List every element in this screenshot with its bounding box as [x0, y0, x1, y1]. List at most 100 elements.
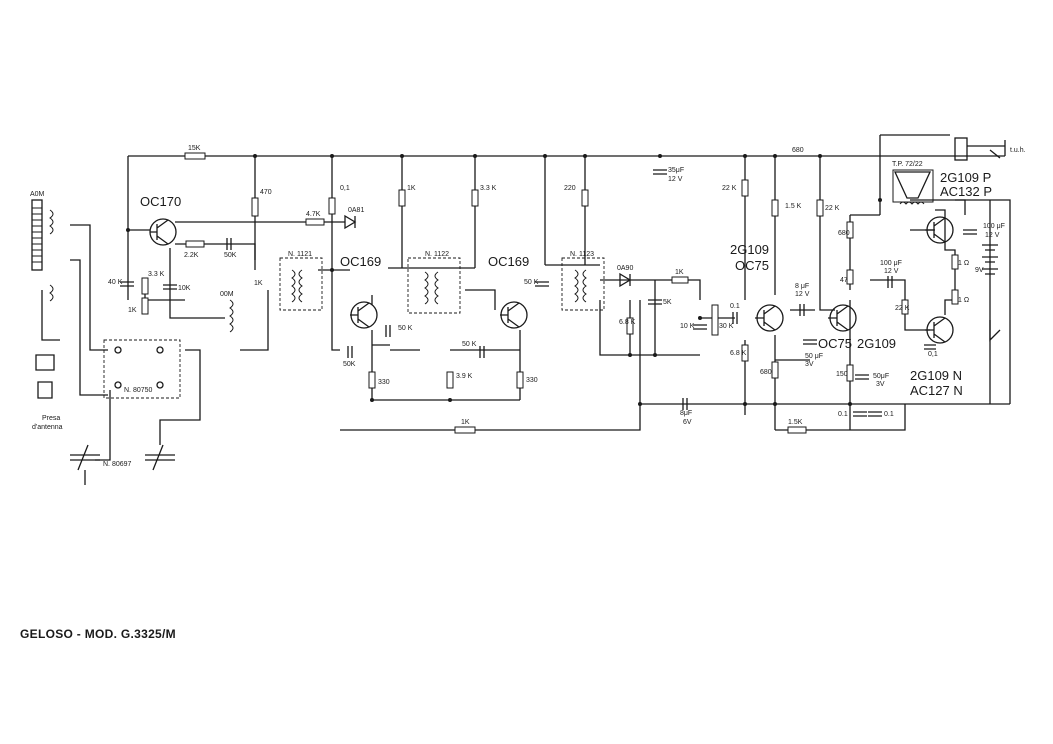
schematic-caption: GELOSO - MOD. G.3325/M — [20, 627, 176, 641]
value-c-10k-b: 10 K — [680, 323, 695, 330]
label-if-t1: N. 1121 — [288, 251, 312, 258]
battery — [982, 244, 1001, 342]
value-r-1k-b: 1K — [407, 185, 416, 192]
value-r-150: 150 — [836, 371, 848, 378]
label-if-t3: N. 1123 — [570, 251, 594, 258]
value-c-8uf-a-v: 6V — [683, 419, 692, 426]
label-2g109-pre: 2G109 — [857, 336, 896, 351]
output-transformer — [892, 169, 934, 205]
value-c-40k: 40 K — [108, 279, 123, 286]
value-c-01-d: 0.1 — [884, 411, 894, 418]
label-oc170: OC170 — [140, 194, 181, 209]
label-2g109n: 2G109 N — [910, 368, 962, 383]
value-r-4k7: 4.7K — [306, 211, 321, 218]
junctions — [126, 154, 882, 406]
diode-symbols — [344, 214, 632, 288]
value-c-01-c: 0.1 — [838, 411, 848, 418]
value-c-35uf-v: 12 V — [668, 176, 683, 183]
label-jack: t.u.h. — [1010, 147, 1026, 154]
value-c-01-e: 0,1 — [928, 351, 938, 358]
value-r-470: 470 — [260, 189, 272, 196]
if-transformers — [229, 257, 605, 333]
value-c-10k-a: 10K — [178, 285, 191, 292]
label-osc-coil: 00M — [220, 291, 234, 298]
label-antenna-socket-b: d'antenna — [32, 424, 63, 431]
value-r-2k2: 2.2K — [184, 252, 199, 259]
value-c-50uf-b-v: 3V — [876, 381, 885, 388]
value-c-50uf-a-v: 3V — [805, 361, 814, 368]
value-r-1ohm-a: 1 Ω — [958, 260, 969, 267]
ferrite-antenna — [31, 199, 55, 399]
value-r-1k5: 1.5 K — [785, 203, 802, 210]
value-c-100uf-b-v: 12 V — [884, 268, 899, 275]
label-antenna-socket-a: Presa — [42, 415, 60, 422]
value-r-3k9: 3.9 K — [456, 373, 473, 380]
transistor-symbols — [149, 216, 954, 344]
value-c-50k-b: 50 K — [398, 325, 413, 332]
value-c-100uf-a: 100 μF — [983, 223, 1005, 230]
transistor-output-p — [925, 216, 954, 244]
value-c-680: 680 — [792, 147, 804, 154]
tuning-capacitor — [70, 444, 175, 471]
label-oc169-1: OC169 — [340, 254, 381, 269]
headphone-jack — [954, 137, 1005, 161]
label-oc169-2: OC169 — [488, 254, 529, 269]
value-r-1k-a: 1K — [128, 307, 137, 314]
value-r-6k8-b: 6.8 K — [730, 350, 747, 357]
value-pot-30k: 30 K — [719, 323, 734, 330]
component-values: 15K 470 4.7K 2.2K 50K 40 K 3.3 K 1K 10K … — [108, 145, 1005, 426]
label-det-diode: 0A90 — [617, 265, 633, 272]
value-r-1k5-bot: 1.5K — [788, 419, 803, 426]
value-c-50k-d: 50 K — [462, 341, 477, 348]
value-r-220: 220 — [564, 185, 576, 192]
label-oc75-pre: OC75 — [818, 336, 852, 351]
value-c-50uf-a: 50 μF — [805, 353, 823, 360]
value-c-50k-e: 50 K — [524, 279, 539, 286]
value-r-1k-bus: 1K — [461, 419, 470, 426]
label-tuning-cap: N. 80697 — [103, 461, 132, 468]
label-switch-block: N. 80750 — [124, 387, 153, 394]
transistor-predriver — [828, 304, 857, 332]
resistor-symbols — [141, 152, 959, 434]
value-r-1k-c: 1K — [254, 280, 263, 287]
value-r-3k3-b: 3.3 K — [480, 185, 497, 192]
capacitor-symbols — [120, 169, 977, 417]
value-c-100uf-b: 100 μF — [880, 260, 902, 267]
value-r-22: 22 K — [895, 305, 910, 312]
label-output-trafo: T.P. 72/22 — [892, 161, 923, 168]
transistor-output-n — [925, 316, 954, 344]
value-c-5k: 5K — [663, 299, 672, 306]
value-c-50k-a: 50K — [224, 252, 237, 259]
value-r-feedback: 15K — [188, 145, 201, 152]
value-r-330-a: 330 — [378, 379, 390, 386]
transistor-driver — [755, 304, 784, 332]
transistor-oc170 — [149, 218, 177, 246]
value-r-330-b: 330 — [526, 377, 538, 384]
value-c-50uf-b: 50μF — [873, 373, 889, 380]
label-if-t2: N. 1122 — [425, 251, 449, 258]
label-2g109p: 2G109 P — [940, 170, 991, 185]
label-antenna-rod: A0M — [30, 191, 45, 198]
value-r-1k-d: 1K — [675, 269, 684, 276]
value-c-8uf-a: 8μF — [680, 410, 692, 417]
value-c-01-a: 0,1 — [340, 185, 350, 192]
value-r-22k-a: 22 K — [722, 185, 737, 192]
value-r-1ohm-b: 1 Ω — [958, 297, 969, 304]
value-r-47: 47 — [840, 277, 848, 284]
label-battery: 9V — [975, 267, 984, 274]
value-r-680-a: 680 — [760, 369, 772, 376]
label-oc75-driver: OC75 — [735, 258, 769, 273]
label-ac127n: AC127 N — [910, 383, 963, 398]
band-switch — [103, 339, 181, 399]
value-c-8uf-b-v: 12 V — [795, 291, 810, 298]
value-c-8uf-b: 8 μF — [795, 283, 809, 290]
value-c-100uf-a-v: 12 V — [985, 232, 1000, 239]
label-2g109-driver: 2G109 — [730, 242, 769, 257]
value-c-50k-c: 50K — [343, 361, 356, 368]
value-r-3k3: 3.3 K — [148, 271, 165, 278]
transistor-oc169-2 — [500, 301, 528, 329]
transistor-oc169-1 — [350, 301, 378, 329]
label-agc-diode: 0A81 — [348, 207, 364, 214]
label-ac132p: AC132 P — [940, 184, 992, 199]
